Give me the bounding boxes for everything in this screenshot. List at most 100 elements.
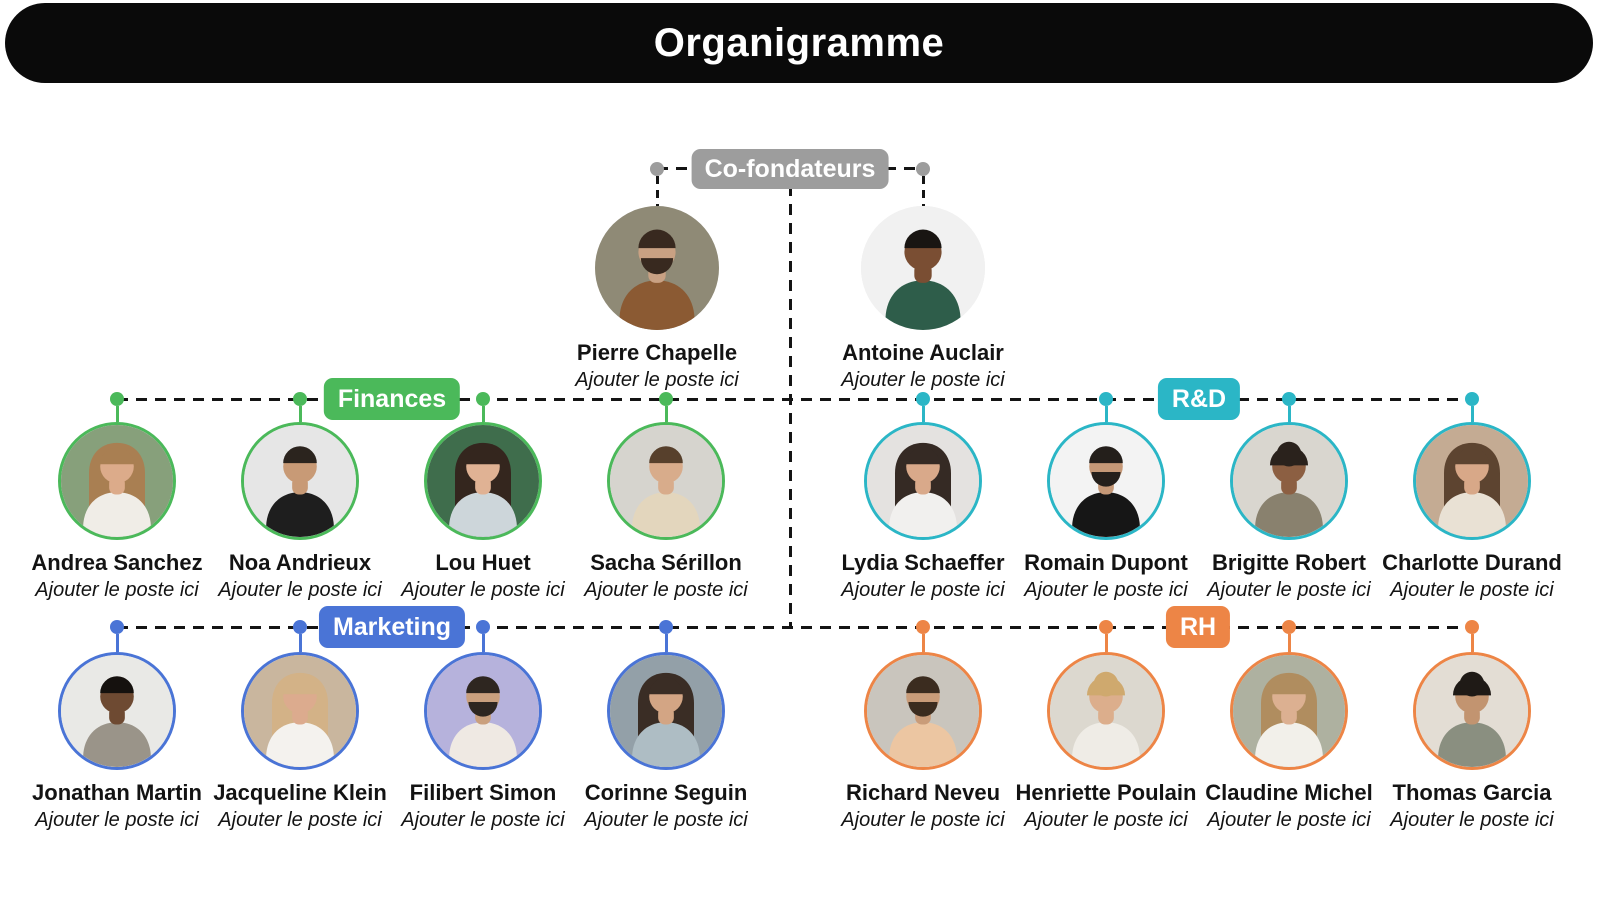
person-name[interactable]: Sacha Sérillon <box>590 550 742 575</box>
person-name[interactable]: Antoine Auclair <box>842 340 1004 365</box>
person-role-placeholder[interactable]: Ajouter le poste ici <box>584 809 748 831</box>
avatar[interactable] <box>607 652 725 770</box>
person-role-placeholder[interactable]: Ajouter le poste ici <box>1207 809 1371 831</box>
avatar[interactable] <box>861 206 985 330</box>
person-card[interactable]: Filibert Simon Ajouter le poste ici <box>390 620 576 832</box>
avatar[interactable] <box>1047 422 1165 540</box>
person-role-placeholder[interactable]: Ajouter le poste ici <box>401 809 565 831</box>
avatar[interactable] <box>1413 652 1531 770</box>
person-card[interactable]: Noa Andrieux Ajouter le poste ici <box>207 392 393 602</box>
badge-cofounders[interactable]: Co-fondateurs <box>691 149 889 189</box>
avatar[interactable] <box>58 652 176 770</box>
connector-dot <box>1099 392 1113 406</box>
person-role-placeholder[interactable]: Ajouter le poste ici <box>35 809 199 831</box>
person-role-placeholder[interactable]: Ajouter le poste ici <box>1024 579 1188 601</box>
person-card[interactable]: Jonathan Martin Ajouter le poste ici <box>24 620 210 832</box>
person-name[interactable]: Jonathan Martin <box>32 780 202 805</box>
person-card[interactable]: Sacha Sérillon Ajouter le poste ici <box>573 392 759 602</box>
avatar[interactable] <box>58 422 176 540</box>
connector-stem <box>115 406 119 422</box>
person-name[interactable]: Richard Neveu <box>845 780 1001 805</box>
person-name[interactable]: Lou Huet <box>435 550 531 575</box>
person-name[interactable]: Noa Andrieux <box>228 550 372 575</box>
person-card[interactable]: Andrea Sanchez Ajouter le poste ici <box>24 392 210 602</box>
person-name[interactable]: Lydia Schaeffer <box>841 550 1005 575</box>
person-role-placeholder[interactable]: Ajouter le poste ici <box>218 809 382 831</box>
connector-dot <box>1465 392 1479 406</box>
connector-dot <box>650 162 664 176</box>
avatar[interactable] <box>241 652 359 770</box>
connector-dot <box>659 392 673 406</box>
badge-marketing[interactable]: Marketing <box>318 606 466 648</box>
connector-stem <box>921 634 925 652</box>
connector-dot <box>1282 392 1296 406</box>
person-name[interactable]: Brigitte Robert <box>1212 550 1366 575</box>
connector-dot <box>1465 620 1479 634</box>
person-role-placeholder[interactable]: Ajouter le poste ici <box>1024 809 1188 831</box>
person-name[interactable]: Claudine Michel <box>1205 780 1373 805</box>
person-card[interactable]: Lou Huet Ajouter le poste ici <box>390 392 576 602</box>
connector-dot <box>916 162 930 176</box>
person-card[interactable]: Richard Neveu Ajouter le poste ici <box>830 620 1016 832</box>
person-card[interactable]: Thomas Garcia Ajouter le poste ici <box>1379 620 1565 832</box>
badge-rd[interactable]: R&D <box>1157 378 1241 420</box>
person-card[interactable]: Lydia Schaeffer Ajouter le poste ici <box>830 392 1016 602</box>
connector-stem <box>921 406 925 422</box>
person-name[interactable]: Andrea Sanchez <box>31 550 203 575</box>
connector-dot <box>916 620 930 634</box>
avatar[interactable] <box>424 652 542 770</box>
person-card[interactable]: Corinne Seguin Ajouter le poste ici <box>573 620 759 832</box>
header-bar: Organigramme <box>5 3 1593 83</box>
avatar[interactable] <box>1413 422 1531 540</box>
connector-stem <box>1470 406 1474 422</box>
person-name[interactable]: Thomas Garcia <box>1392 780 1552 805</box>
badge-rh[interactable]: RH <box>1165 606 1231 648</box>
badge-finances[interactable]: Finances <box>323 378 461 420</box>
person-name[interactable]: Filibert Simon <box>409 780 557 805</box>
person-role-placeholder[interactable]: Ajouter le poste ici <box>841 369 1005 391</box>
connector-stem <box>1104 406 1108 422</box>
person-card[interactable]: Romain Dupont Ajouter le poste ici <box>1013 392 1199 602</box>
person-name[interactable]: Romain Dupont <box>1024 550 1188 575</box>
central-spine-line <box>789 185 792 627</box>
avatar[interactable] <box>1230 422 1348 540</box>
person-name[interactable]: Corinne Seguin <box>584 780 748 805</box>
person-role-placeholder[interactable]: Ajouter le poste ici <box>1207 579 1371 601</box>
person-name[interactable]: Charlotte Durand <box>1382 550 1562 575</box>
person-card[interactable]: Claudine Michel Ajouter le poste ici <box>1196 620 1382 832</box>
person-role-placeholder[interactable]: Ajouter le poste ici <box>841 809 1005 831</box>
person-card[interactable]: Brigitte Robert Ajouter le poste ici <box>1196 392 1382 602</box>
person-card[interactable]: Antoine Auclair Ajouter le poste ici <box>830 162 1016 392</box>
person-card[interactable]: Charlotte Durand Ajouter le poste ici <box>1379 392 1565 602</box>
avatar[interactable] <box>595 206 719 330</box>
connector-stem <box>664 406 668 422</box>
person-role-placeholder[interactable]: Ajouter le poste ici <box>35 579 199 601</box>
avatar[interactable] <box>864 422 982 540</box>
person-role-placeholder[interactable]: Ajouter le poste ici <box>1390 809 1554 831</box>
avatar[interactable] <box>1047 652 1165 770</box>
connector-dot <box>1282 620 1296 634</box>
connector-stem <box>298 406 302 422</box>
avatar[interactable] <box>607 422 725 540</box>
avatar[interactable] <box>241 422 359 540</box>
person-role-placeholder[interactable]: Ajouter le poste ici <box>401 579 565 601</box>
avatar[interactable] <box>1230 652 1348 770</box>
person-role-placeholder[interactable]: Ajouter le poste ici <box>218 579 382 601</box>
avatar[interactable] <box>864 652 982 770</box>
avatar[interactable] <box>424 422 542 540</box>
person-role-placeholder[interactable]: Ajouter le poste ici <box>841 579 1005 601</box>
person-role-placeholder[interactable]: Ajouter le poste ici <box>1390 579 1554 601</box>
connector-stem <box>664 634 668 652</box>
person-role-placeholder[interactable]: Ajouter le poste ici <box>575 369 739 391</box>
person-card[interactable]: Jacqueline Klein Ajouter le poste ici <box>207 620 393 832</box>
person-name[interactable]: Pierre Chapelle <box>576 340 738 365</box>
connector-stem <box>1470 634 1474 652</box>
connector-stem <box>921 176 925 206</box>
person-card[interactable]: Henriette Poulain Ajouter le poste ici <box>1013 620 1199 832</box>
top-departments-line <box>117 398 1472 401</box>
connector-stem <box>655 176 659 206</box>
person-card[interactable]: Pierre Chapelle Ajouter le poste ici <box>564 162 750 392</box>
person-name[interactable]: Jacqueline Klein <box>213 780 387 805</box>
person-name[interactable]: Henriette Poulain <box>1015 780 1197 805</box>
person-role-placeholder[interactable]: Ajouter le poste ici <box>584 579 748 601</box>
